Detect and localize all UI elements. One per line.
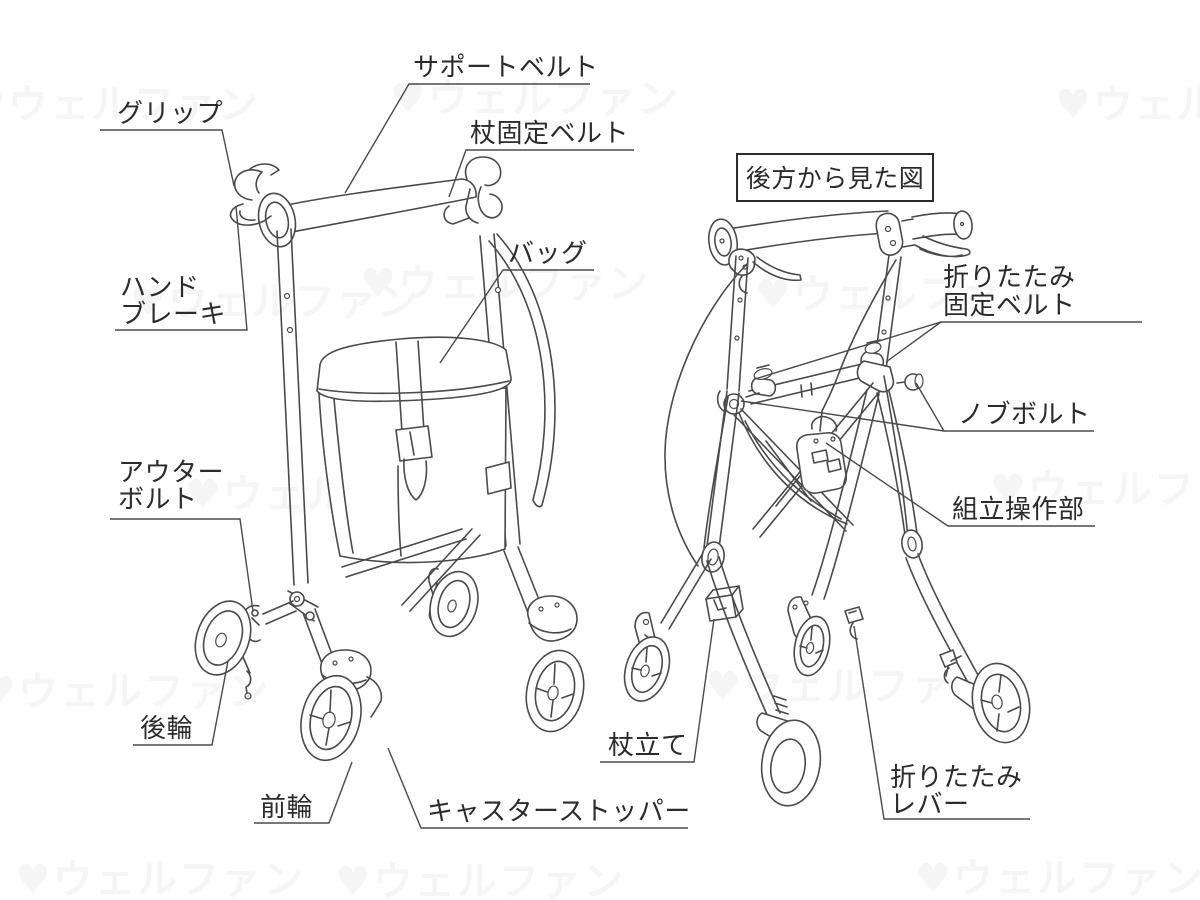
watermark-tile: ♥ウェルファン (360, 261, 650, 307)
label-text: アウター (118, 458, 224, 488)
label-grip: グリップ (100, 99, 235, 187)
label-rear-wheel: 後輪 (133, 660, 229, 746)
frame-posts (276, 228, 521, 586)
label-front-wheel: 前輪 (254, 761, 353, 824)
leader-line (133, 660, 229, 746)
watermark-tile: ♥ウェルファン (0, 669, 270, 715)
label-text: ブレーキ (120, 300, 226, 330)
center-clamp (875, 212, 915, 256)
label-text: 後輪 (140, 714, 193, 744)
label-hand-brake: ハンド ブレーキ (115, 205, 248, 331)
leader-line (387, 747, 688, 829)
outer-bolt-part (242, 600, 297, 643)
leader-line (100, 129, 235, 187)
label-text: サポートベルト (413, 53, 599, 83)
leader-line (600, 618, 715, 763)
leader-line (439, 269, 594, 364)
watermark-tile: ♥ウェルファン (1055, 82, 1200, 128)
label-bag: バッグ (439, 239, 594, 364)
front-right-caster (787, 389, 880, 677)
far-left-caster (623, 552, 712, 702)
label-text: 折りたたみ (890, 763, 1023, 793)
cane-fixing-belt-part (464, 156, 503, 224)
labels-layer: グリップ サポートベルト 杖固定ベルト バッグ ハンド ブレーキ アウター ボル… (100, 53, 1142, 829)
folding-lever-part (844, 606, 864, 640)
support-belt (257, 178, 477, 248)
watermark-tile: ♥ウェルファン (0, 82, 260, 128)
label-text: 杖固定ベルト (470, 119, 629, 149)
leader-line (754, 321, 1142, 380)
front-view-drawing (194, 156, 585, 762)
front-right-wheel (503, 546, 585, 733)
cane-stand-part (705, 585, 744, 622)
left-lower-frame (701, 390, 740, 573)
rear-wheel-part (194, 600, 252, 700)
rear-view-drawing (623, 210, 1031, 807)
label-text: 折りたたみ (943, 263, 1076, 293)
watermark-tile: ♥ウェルファン (755, 272, 1045, 318)
label-text: 杖立て (608, 731, 688, 761)
label-folding-lever: 折りたたみ レバー (853, 625, 1030, 820)
label-outer-bolt: アウター ボルト (110, 458, 254, 612)
right-lower-frame (876, 390, 985, 691)
hand-brake-lever (229, 203, 272, 226)
label-text: キャスターストッパー (427, 797, 691, 827)
handlebar (707, 210, 891, 266)
leader-line (344, 83, 590, 194)
watermark-layer: ♥ウェルファン ♥ウェルファン ♥ウェルファン ♥ウェルファン ♥ウェルファン … (0, 76, 1200, 900)
folding-braces (341, 528, 481, 612)
leader-line (448, 149, 634, 198)
label-text: 前輪 (260, 793, 313, 823)
label-text: バッグ (508, 239, 588, 269)
label-text: 組立操作部 (952, 495, 1085, 525)
leader-line (115, 205, 248, 331)
frame-hinge (287, 590, 319, 622)
watermark-tile: ♥ウェルファン (130, 279, 420, 325)
label-text: ボルト (118, 485, 198, 515)
rear-right-wheel (428, 567, 479, 638)
label-cane-stand: 杖立て (600, 618, 715, 763)
watermark-tile: ♥ウェルファン (335, 859, 625, 900)
label-cane-fixing-belt: 杖固定ベルト (448, 119, 634, 198)
leader-line (740, 382, 1094, 432)
rear-view-caption: 後方から見た図 (736, 153, 934, 202)
hand-brake-lever-right (443, 205, 470, 225)
rear-right-big-wheel (943, 655, 1031, 744)
front-wheel-part (300, 674, 362, 762)
label-caster-stopper: キャスターストッパー (387, 747, 691, 829)
rear-posts (726, 254, 902, 392)
label-support-belt: サポートベルト (344, 53, 599, 194)
label-text: グリップ (117, 99, 223, 129)
rear-left-wheel (706, 556, 822, 807)
bag-part (316, 336, 512, 564)
label-text: ハンド (120, 273, 200, 303)
label-knob-bolt: ノブボルト (740, 382, 1094, 432)
watermark-tile: ♥ウェルファン (990, 467, 1200, 513)
leader-line (853, 625, 1030, 820)
seat-fabric (703, 375, 909, 549)
label-text: レバー (890, 790, 970, 820)
caption-box (736, 153, 934, 202)
grip-part (233, 163, 280, 201)
brake-cables (664, 259, 897, 567)
caption-text: 後方から見た図 (746, 164, 925, 193)
leader-line (254, 761, 353, 824)
leader-line (110, 518, 254, 612)
label-folding-fixing-belt: 折りたたみ 固定ベルト (754, 263, 1142, 380)
watermark-tile: ♥ウェルファン (915, 856, 1200, 900)
right-grip (911, 210, 973, 258)
label-assembly-operation-part: 組立操作部 (825, 442, 1095, 527)
watermark-tile: ♥ウェルファン (15, 857, 305, 900)
leader-line (825, 442, 1095, 527)
belt-loop (488, 233, 556, 508)
label-text: 固定ベルト (943, 291, 1076, 321)
label-text: ノブボルト (958, 400, 1091, 430)
